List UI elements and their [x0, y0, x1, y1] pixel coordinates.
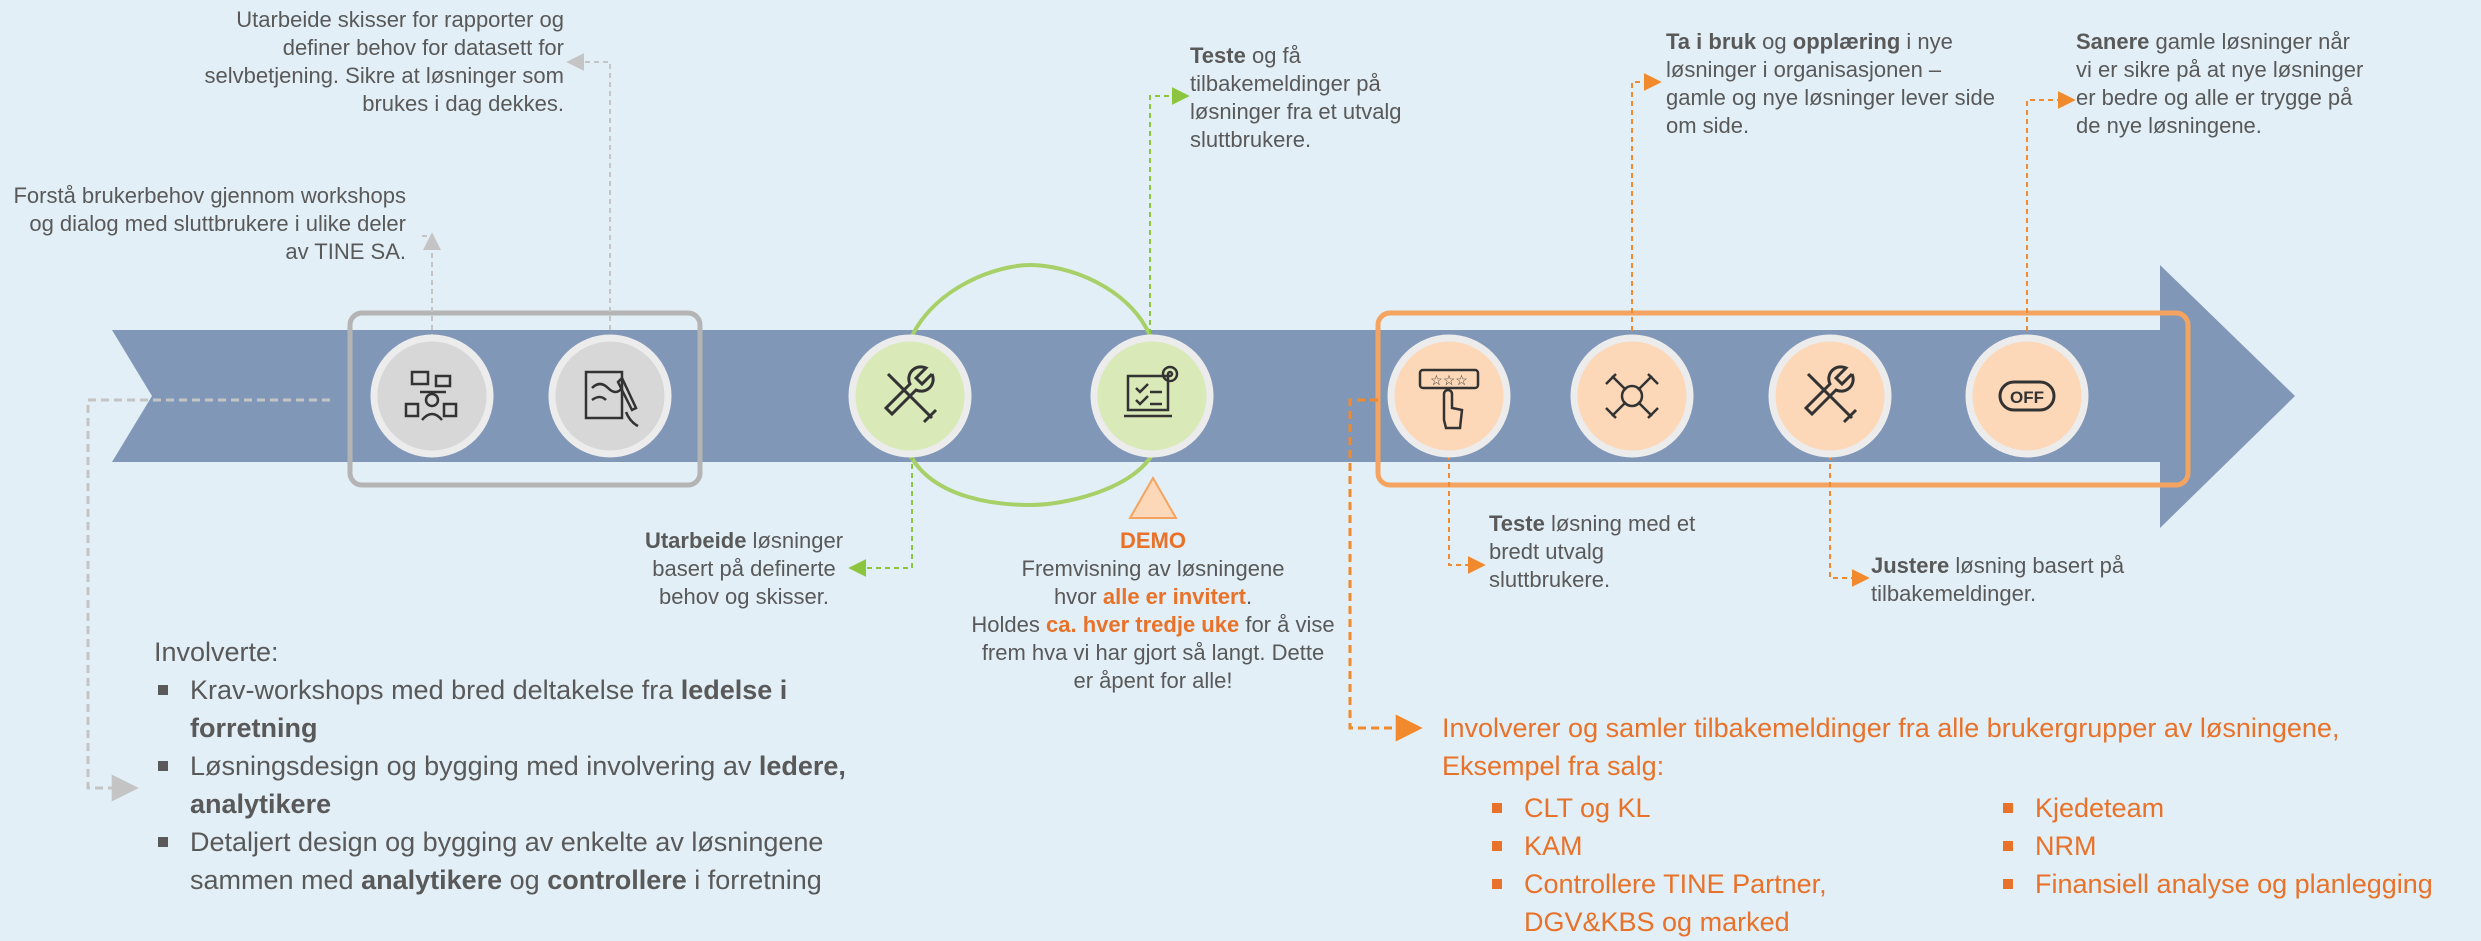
- workshop-icon: [370, 334, 494, 458]
- rating-hand-icon: ☆☆☆: [1387, 334, 1511, 458]
- involved-title: Involverte:: [154, 637, 279, 667]
- feedback-list-col2: Kjedeteam NRM Finansiell analyse og plan…: [1999, 789, 2479, 903]
- connector-teste-losning: [1448, 455, 1486, 574]
- note-forsta-brukerbehov: Forstå brukerbehov gjennom workshops og …: [13, 183, 406, 264]
- demo-title: DEMO: [1120, 528, 1186, 553]
- note-sanere: Sanere gamle løsninger når vi er sikre p…: [2076, 29, 2364, 138]
- teamwork-hands-icon: [1570, 334, 1694, 458]
- off-switch-icon: OFF: [1965, 334, 2089, 458]
- demo-cycle-top: [908, 262, 1154, 341]
- list-item: Finansiell analyse og planlegging: [1999, 865, 2479, 903]
- feedback-title-line2: Eksempel fra salg:: [1442, 751, 1665, 781]
- note-teste-losning: Teste løsning med et bredt utvalg sluttb…: [1489, 511, 1696, 592]
- list-item: CLT og KL: [1488, 789, 1888, 827]
- connector-involverte: [86, 398, 330, 802]
- list-item: KAM: [1488, 827, 1888, 865]
- feedback-title-line1: Involverer og samler tilbakemeldinger fr…: [1442, 713, 2340, 743]
- note-justere: Justere løsning basert på tilbakemelding…: [1871, 553, 2125, 606]
- list-item: NRM: [1999, 827, 2479, 865]
- note-ta-i-bruk: Ta i bruk og opplæring i nye løsninger i…: [1666, 29, 1995, 138]
- note-teste: Teste og få tilbakemeldinger på løsninge…: [1190, 43, 1402, 152]
- connector-feedback: [1348, 398, 1423, 742]
- connector-justere: [1829, 455, 1870, 587]
- connector-teste: [1149, 87, 1190, 343]
- list-item: Detaljert design og bygging av enkelte a…: [154, 823, 914, 899]
- svg-text:OFF: OFF: [2010, 388, 2044, 407]
- connector-ta-i-bruk: [1631, 73, 1662, 340]
- list-item: Løsningsdesign og bygging med involverin…: [154, 747, 914, 823]
- phase-box-discovery: [347, 310, 703, 488]
- demo-triangle: [1128, 475, 1178, 519]
- tools-icon-build: [848, 334, 972, 458]
- list-item: Controllere TINE Partner, DGV&KBS og mar…: [1488, 865, 1888, 941]
- test-icon: [1090, 334, 1214, 458]
- note-utarbeide-losninger: Utarbeide løsninger basert på definerte …: [644, 528, 844, 609]
- note-utarbeide-skisser: Utarbeide skisser for rapporter og defin…: [204, 7, 565, 116]
- list-item: Krav-workshops med bred deltakelse fra l…: [154, 671, 914, 747]
- note-demo: DEMO Fremvisning av løsningene hvor alle…: [960, 527, 1346, 695]
- involved-list: Involverte: Krav-workshops med bred delt…: [154, 633, 914, 899]
- sketch-icon: [548, 334, 672, 458]
- connector-utarbeide-losninger: [848, 455, 913, 577]
- list-item: Kjedeteam: [1999, 789, 2479, 827]
- demo-cycle-bottom: [908, 453, 1154, 508]
- feedback-list-col1: CLT og KL KAM Controllere TINE Partner, …: [1488, 789, 1888, 941]
- connector-sanere: [2026, 91, 2076, 340]
- connector-utarbeide-skisser: [566, 53, 611, 330]
- tools-icon-adjust: [1768, 334, 1892, 458]
- feedback-section: Involverer og samler tilbakemeldinger fr…: [1442, 709, 2478, 785]
- svg-text:☆☆☆: ☆☆☆: [1430, 372, 1468, 388]
